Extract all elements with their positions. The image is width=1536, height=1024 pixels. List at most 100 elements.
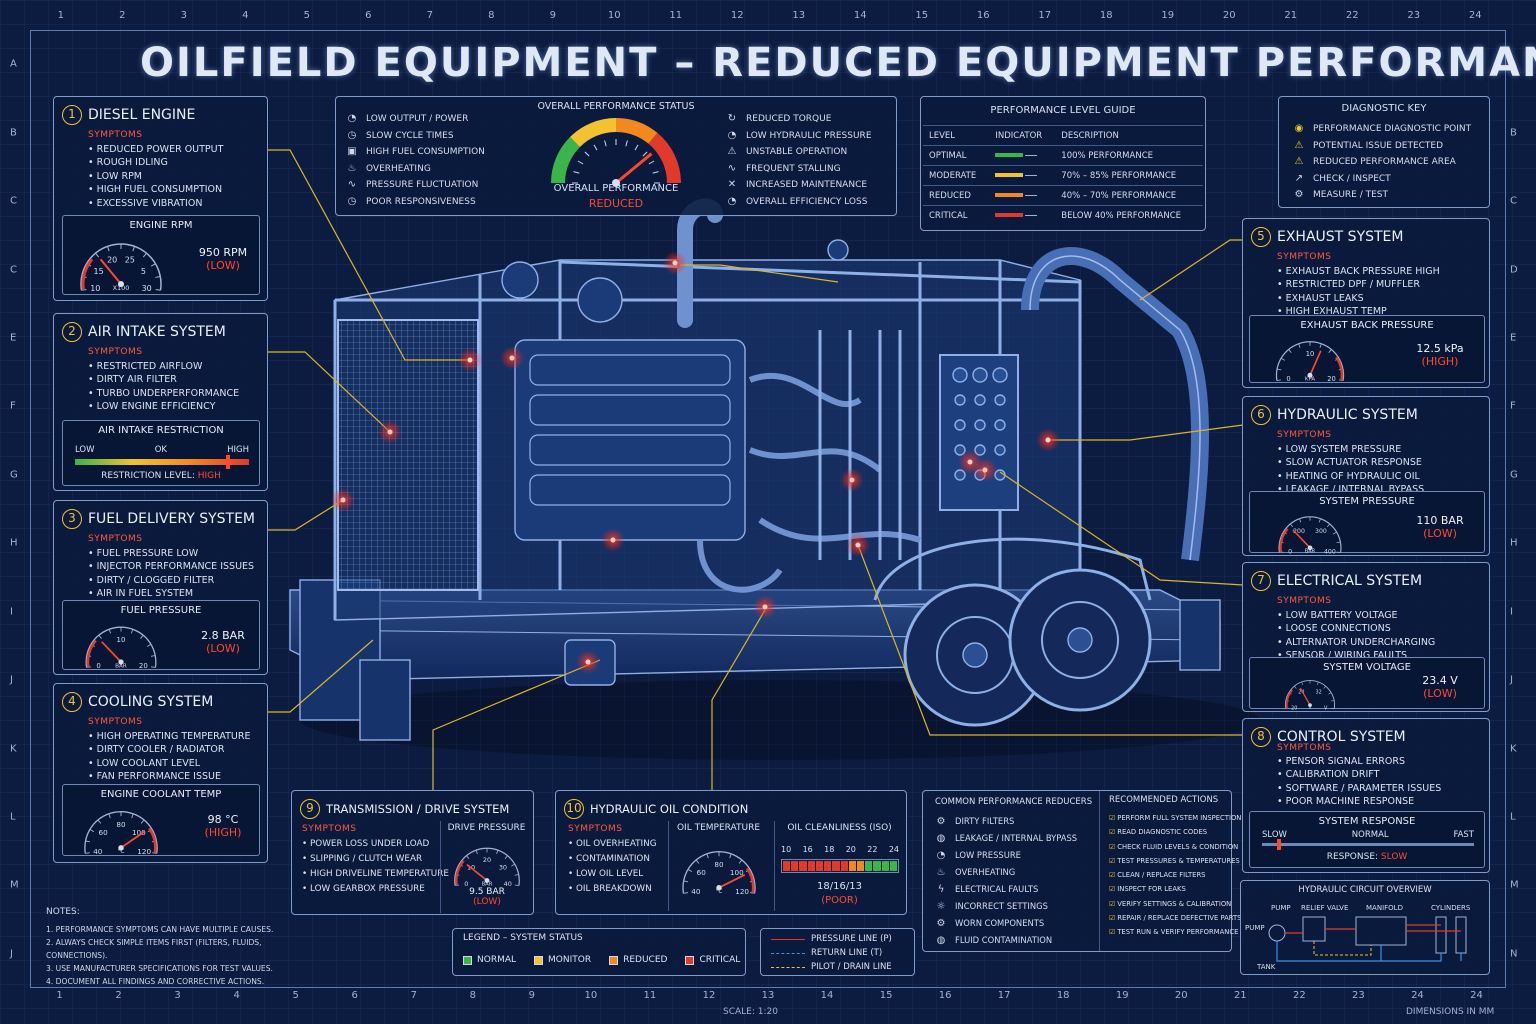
clean-tick: 24	[888, 845, 899, 854]
list-item-label: UNSTABLE OPERATION	[746, 147, 848, 157]
list-item: ⚠POTENTIAL ISSUE DETECTED	[1293, 138, 1471, 155]
ruler-bottom-mark: 23	[1352, 990, 1365, 1001]
gauge-icon: ◔	[727, 195, 737, 207]
gauge-tick	[130, 629, 134, 634]
cylinder-symbol-2	[1455, 916, 1467, 954]
gauge-zone	[81, 258, 94, 291]
gauge-tick	[514, 884, 519, 886]
list-item-label: OVERALL EFFICIENCY LOSS	[746, 196, 868, 207]
list-item-label: INCREASED MAINTENANCE	[746, 180, 868, 190]
value-status: (LOW)	[1423, 527, 1457, 540]
gauge-unit: V	[1309, 705, 1312, 710]
gauge-tick	[1318, 518, 1321, 523]
torque-icon: ↻	[727, 113, 737, 124]
ruler-bottom-mark: 16	[938, 990, 952, 1001]
fuel-icon: ▣	[347, 146, 357, 157]
list-item: ◷POOR RESPONSIVENESS	[346, 194, 485, 211]
scale-normal: NORMAL	[1351, 830, 1389, 840]
legend-label: REDUCED	[623, 955, 668, 965]
gauge-tick	[132, 246, 136, 252]
symptom-item: EXCESSIVE VIBRATION	[88, 197, 223, 210]
restriction-level: RESTRICTION LEVEL: HIGH	[63, 471, 259, 481]
gauge-tick	[1280, 357, 1285, 361]
symptom-item: HIGH EXHAUST TEMP	[1277, 305, 1440, 318]
ruler-top-mark: 14	[853, 10, 867, 21]
gauge-tick	[155, 288, 161, 291]
panel-title: CONTROL SYSTEM	[1277, 729, 1406, 745]
ruler-top-mark: 16	[976, 10, 990, 21]
symptom-item: SOFTWARE / PARAMETER ISSUES	[1277, 782, 1442, 795]
gauge-tick-label: 40	[93, 847, 103, 855]
list-item: ◍LEAKAGE / INTERNAL BYPASS	[935, 830, 1077, 847]
list-item-label: FREQUENT STALLING	[746, 163, 841, 174]
ruler-top-mark: 2	[119, 10, 126, 21]
gauge-tick	[695, 859, 700, 864]
symptom-item: ALTERNATOR UNDERCHARGING	[1277, 636, 1436, 649]
level-marker	[226, 455, 231, 469]
circuit-label-cylinders: CYLINDERS	[1431, 904, 1471, 912]
guide-description: 100% PERFORMANCE	[1055, 145, 1203, 166]
symptom-item: HIGH OPERATING TEMPERATURE	[88, 730, 251, 743]
gauge-value: 23.4 V(LOW)	[1400, 674, 1480, 700]
circuit-pilot-line	[1313, 941, 1372, 956]
symptom-item: FUEL PRESSURE LOW	[88, 547, 254, 560]
overall-gauge-needle	[615, 152, 653, 185]
panel-title: AIR INTAKE SYSTEM	[88, 324, 226, 340]
ruler-bottom-mark: 13	[761, 990, 775, 1001]
overall-label: OVERALL PERFORMANCE	[553, 183, 679, 194]
symptoms-label: SYMPTOMS	[88, 717, 143, 727]
note-item: 4. DOCUMENT ALL FINDINGS AND CORRECTIVE …	[46, 977, 265, 986]
legend-item: MONITOR	[534, 955, 591, 965]
list-item-label: CHECK / INSPECT	[1313, 173, 1391, 184]
ruler-right-mark: J	[1510, 674, 1513, 686]
list-item-label: LOW OUTPUT / POWER	[366, 114, 469, 124]
gauge-tick	[131, 813, 134, 819]
status-left-list: ◔LOW OUTPUT / POWER◷SLOW CYCLE TIMES▣HIG…	[346, 111, 485, 210]
clean-bar	[781, 859, 899, 873]
ruler-bottom-mark: 11	[643, 990, 657, 1001]
symptom-item: REDUCED POWER OUTPUT	[88, 143, 224, 156]
symptom-list: LOW BATTERY VOLTAGELOOSE CONNECTIONSALTE…	[1277, 609, 1436, 663]
thermometer-icon: ♨	[936, 867, 946, 878]
action-item: ☑ CHECK FLUID LEVELS & CONDITION	[1109, 840, 1241, 854]
gauge-title: SYSTEM PRESSURE	[1319, 496, 1415, 507]
gauge-value: 98 °C(HIGH)	[183, 813, 263, 839]
gauge-tick	[85, 840, 91, 843]
gauge-needle	[1292, 529, 1311, 549]
gauge-tick-label: 400	[1324, 548, 1336, 554]
ruler-right-mark: N	[1510, 948, 1518, 960]
ruler-bottom-mark: 21	[1233, 990, 1247, 1001]
ruler-right-mark: B	[1510, 127, 1517, 139]
clean-segment	[840, 861, 848, 871]
overall-gauge-tick	[625, 140, 628, 147]
gauge-tick-label: 200	[1293, 528, 1305, 535]
symptoms-label: SYMPTOMS	[302, 824, 357, 834]
manifold-symbol	[1355, 916, 1407, 946]
line-sample	[771, 952, 805, 954]
action-label: VERIFY SETTINGS & CALIBRATION	[1117, 899, 1232, 908]
symptom-item: LOW ENGINE EFFICIENCY	[88, 400, 239, 413]
gauge-zone	[1285, 689, 1294, 709]
ruler-bottom-mark: 18	[1056, 990, 1070, 1001]
symptom-item: LOOSE CONNECTIONS	[1277, 622, 1435, 635]
ruler-top-mark: 12	[730, 10, 744, 21]
ruler-top-mark: 17	[1038, 10, 1052, 21]
gauge-unit: BAR	[482, 881, 493, 887]
ruler-top-mark: 5	[303, 10, 310, 21]
gauge-unit: X100	[113, 284, 130, 292]
panel-number: 4	[62, 692, 82, 712]
symptom-list: POWER LOSS UNDER LOADSLIPPING / CLUTCH W…	[302, 837, 449, 897]
guide-level: MODERATE	[923, 165, 990, 186]
gauge-needle	[120, 830, 146, 849]
gauge-unit: BAR	[115, 663, 127, 669]
gauge-tick	[108, 813, 111, 819]
line-sample	[771, 938, 805, 940]
notes-title: NOTES:	[46, 907, 80, 917]
